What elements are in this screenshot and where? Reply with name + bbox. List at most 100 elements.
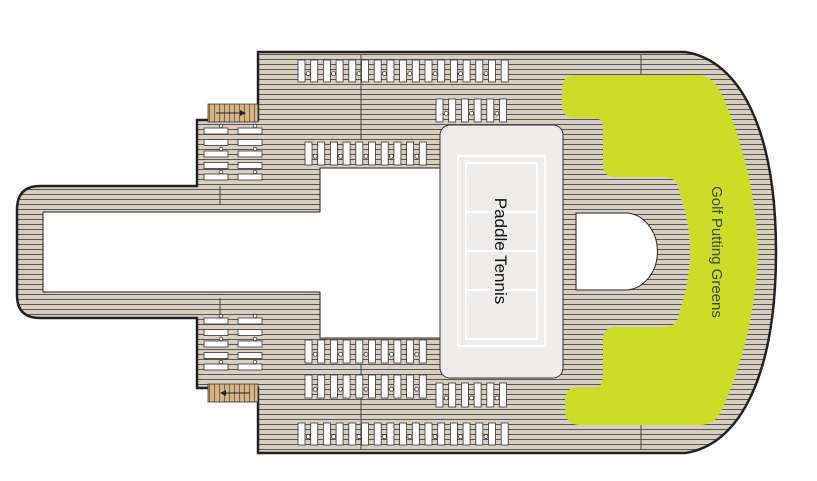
- side-table: [414, 153, 420, 159]
- sun-lounger: [411, 422, 420, 446]
- side-table: [252, 169, 258, 175]
- sun-loungers: [203, 59, 509, 446]
- sun-lounger: [342, 339, 351, 364]
- sun-lounger: [406, 141, 415, 166]
- side-table: [338, 386, 344, 392]
- sun-lounger: [406, 339, 415, 364]
- side-table: [331, 434, 337, 440]
- side-table: [363, 386, 369, 392]
- side-table: [432, 434, 438, 440]
- side-table: [381, 434, 387, 440]
- sun-lounger: [460, 98, 469, 123]
- sun-lounger: [329, 141, 338, 166]
- side-table: [469, 110, 475, 116]
- sun-lounger: [355, 141, 364, 166]
- sun-lounger: [203, 329, 229, 336]
- sun-lounger: [500, 422, 509, 446]
- sun-lounger: [237, 150, 263, 158]
- sun-lounger: [473, 382, 482, 408]
- side-table: [363, 153, 369, 159]
- sun-lounger: [322, 59, 331, 83]
- sun-lounger: [488, 422, 496, 446]
- sun-lounger: [237, 340, 263, 348]
- side-table: [469, 395, 475, 401]
- sun-lounger: [329, 339, 338, 364]
- sun-lounger: [475, 422, 484, 446]
- sun-lounger: [203, 139, 229, 146]
- sun-lounger: [203, 127, 229, 135]
- sun-lounger: [435, 382, 444, 408]
- sun-lounger: [449, 59, 458, 83]
- sun-lounger: [297, 59, 306, 83]
- open-void-aft: [575, 212, 658, 291]
- sun-lounger: [393, 374, 402, 399]
- sun-lounger: [317, 339, 326, 364]
- sun-lounger: [373, 59, 382, 83]
- side-table: [483, 434, 489, 440]
- side-table: [218, 146, 224, 152]
- sun-lounger: [329, 374, 338, 399]
- sun-lounger: [342, 374, 351, 399]
- sun-lounger: [399, 422, 408, 446]
- sun-lounger: [406, 374, 415, 399]
- sun-lounger: [486, 98, 495, 123]
- side-table: [305, 434, 311, 440]
- stairs-arrow-icon: [220, 390, 226, 396]
- sun-lounger: [411, 59, 420, 83]
- sun-lounger: [304, 374, 313, 399]
- sun-lounger: [500, 59, 509, 83]
- sun-lounger: [203, 173, 229, 181]
- side-table: [218, 169, 224, 175]
- side-table: [252, 146, 258, 152]
- side-table: [338, 351, 344, 357]
- sun-lounger: [475, 59, 484, 83]
- side-table: [356, 434, 362, 440]
- side-table: [388, 386, 394, 392]
- sun-lounger: [499, 98, 507, 123]
- sun-lounger: [203, 317, 229, 325]
- side-table: [312, 386, 318, 392]
- sun-lounger: [203, 162, 229, 169]
- side-table: [443, 110, 449, 116]
- sun-lounger: [310, 59, 319, 83]
- sun-lounger: [317, 141, 326, 166]
- sun-lounger: [237, 162, 263, 169]
- sun-lounger: [393, 339, 402, 364]
- sun-lounger: [462, 59, 471, 83]
- sun-lounger: [473, 98, 482, 123]
- sun-lounger: [486, 382, 495, 408]
- side-table: [363, 351, 369, 357]
- sun-lounger: [460, 382, 469, 408]
- side-table: [252, 313, 258, 319]
- sun-lounger: [203, 352, 229, 359]
- sun-lounger: [237, 329, 263, 336]
- side-table: [443, 395, 449, 401]
- sun-lounger: [203, 150, 229, 158]
- sun-lounger: [462, 422, 471, 446]
- sun-lounger: [418, 141, 427, 166]
- sun-lounger: [488, 59, 496, 83]
- side-table: [252, 359, 258, 365]
- sun-lounger: [368, 374, 376, 399]
- sun-lounger: [335, 422, 344, 446]
- side-table: [414, 386, 420, 392]
- sun-lounger: [424, 59, 433, 83]
- sun-lounger: [393, 141, 402, 166]
- side-table: [338, 153, 344, 159]
- side-table: [494, 395, 500, 401]
- sun-lounger: [317, 374, 326, 399]
- side-table: [331, 71, 337, 77]
- side-table: [305, 71, 311, 77]
- sun-lounger: [437, 59, 446, 83]
- side-table: [414, 351, 420, 357]
- side-table: [252, 123, 258, 129]
- side-table: [356, 71, 362, 77]
- sun-lounger: [361, 59, 369, 83]
- sun-lounger: [373, 422, 382, 446]
- sun-lounger: [237, 173, 263, 181]
- sun-lounger: [448, 382, 457, 408]
- side-table: [218, 313, 224, 319]
- side-table: [483, 71, 489, 77]
- stairs-arrow-icon: [240, 110, 246, 116]
